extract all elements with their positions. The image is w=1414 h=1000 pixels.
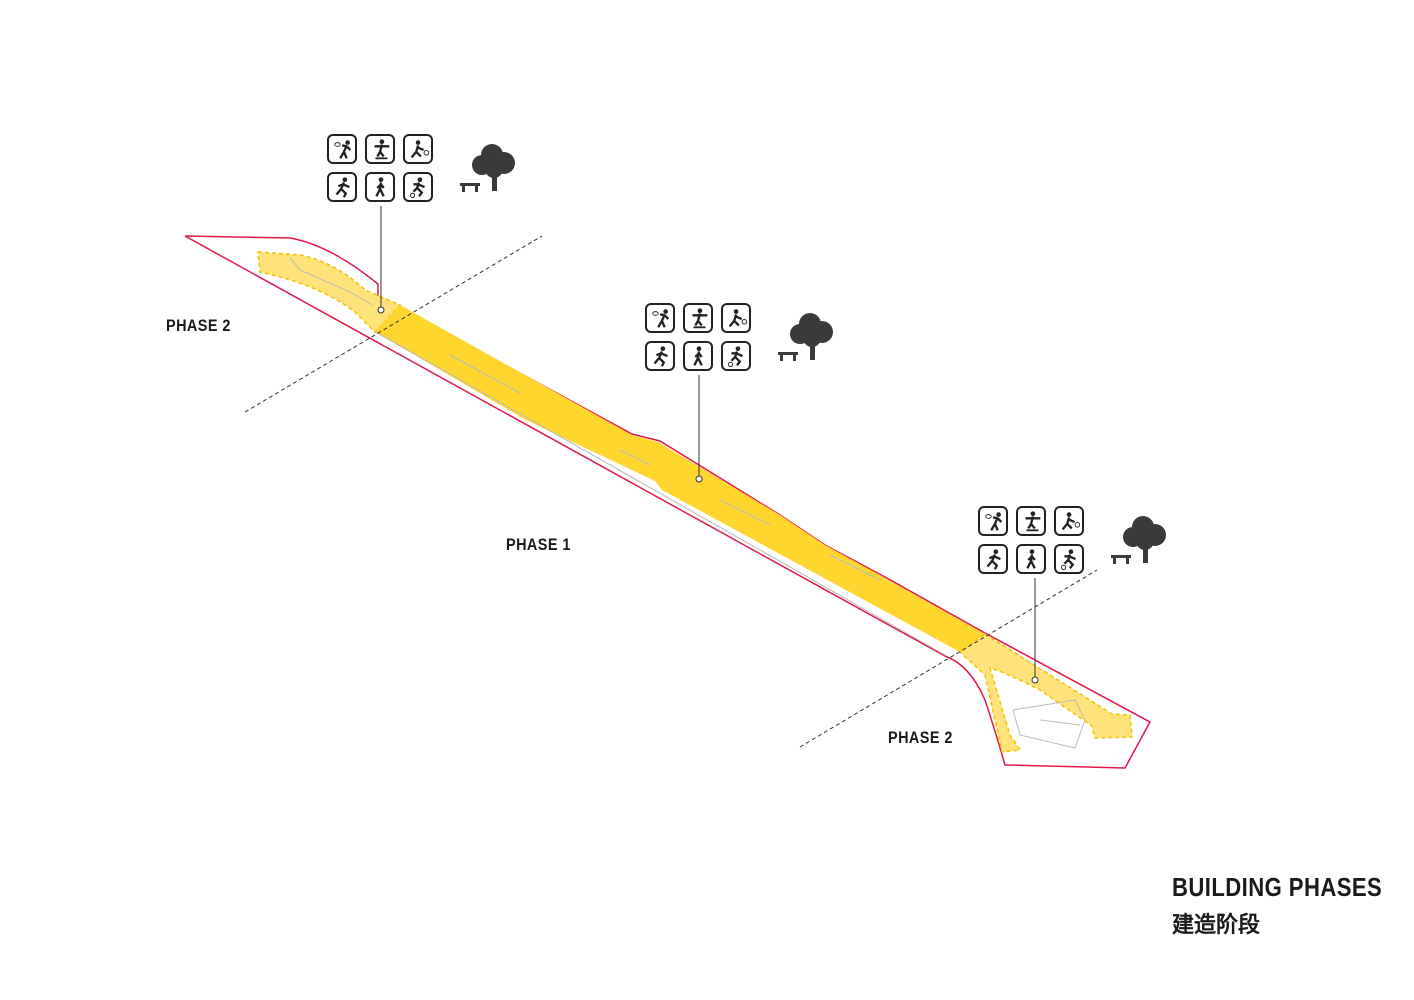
- tennis-icon: [327, 134, 357, 164]
- tree-icon: [1121, 513, 1171, 570]
- phase2-left-label: PHASE 2: [166, 316, 231, 335]
- phase1-label: PHASE 1: [506, 535, 571, 554]
- bench-icon: [460, 180, 480, 198]
- phase2-zone-right: [958, 633, 1133, 753]
- tennis-icon: [645, 303, 675, 333]
- volleyball-icon: [403, 134, 433, 164]
- running-icon: [645, 341, 675, 371]
- activity-group-3: [978, 506, 1178, 586]
- football-icon: [403, 172, 433, 202]
- tree-icon: [470, 141, 520, 198]
- activity-group-2: [645, 303, 845, 383]
- running-icon: [327, 172, 357, 202]
- site-boundary: [184, 235, 1152, 769]
- walking-icon: [683, 341, 713, 371]
- volleyball-icon: [721, 303, 751, 333]
- leader-lines: [377, 206, 1039, 684]
- activity-group-1: [327, 134, 527, 214]
- phase2-zone-left: [257, 251, 402, 334]
- title-english: BUILDING PHASES: [1172, 872, 1383, 902]
- phase2-right-label: PHASE 2: [888, 728, 953, 747]
- football-icon: [721, 341, 751, 371]
- phase-divider-right: [799, 569, 1098, 748]
- skateboard-icon: [1016, 506, 1046, 536]
- running-icon: [978, 544, 1008, 574]
- phase-divider-left: [244, 235, 543, 413]
- bench-icon: [778, 349, 798, 367]
- title-chinese: 建造阶段: [1172, 913, 1261, 938]
- bench-icon: [1111, 552, 1131, 570]
- tennis-icon: [978, 506, 1008, 536]
- phase1-zone: [375, 305, 985, 652]
- structure-lines: [289, 257, 1086, 749]
- football-icon: [1054, 544, 1084, 574]
- skateboard-icon: [365, 134, 395, 164]
- walking-icon: [365, 172, 395, 202]
- skateboard-icon: [683, 303, 713, 333]
- tree-icon: [788, 310, 838, 367]
- walking-icon: [1016, 544, 1046, 574]
- volleyball-icon: [1054, 506, 1084, 536]
- diagram-title: BUILDING PHASES 建造阶段: [1172, 872, 1414, 939]
